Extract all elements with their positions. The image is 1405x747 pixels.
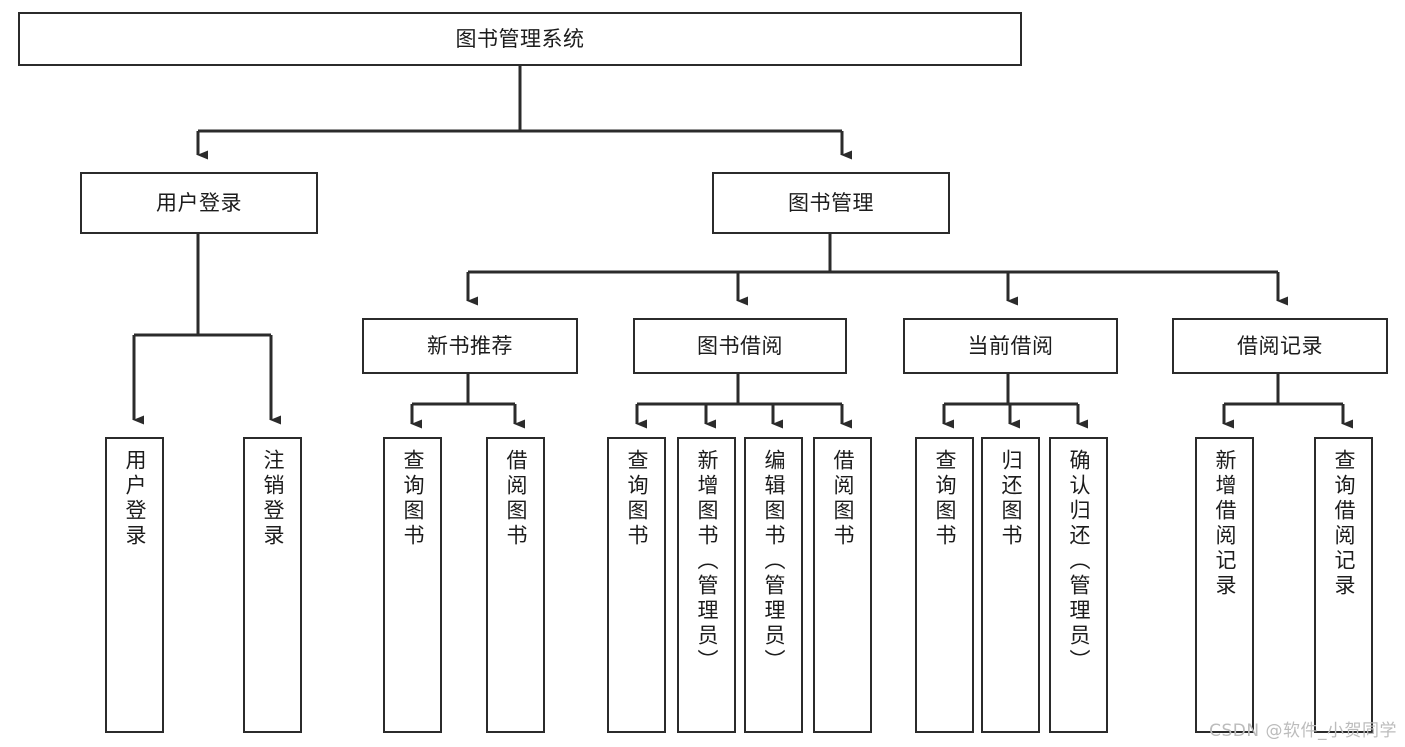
leaf-records-query[interactable]: 查询借阅记录 xyxy=(1314,437,1373,733)
leaf-borrow-query-label: 查询图书 xyxy=(625,449,649,549)
leaf-user-login-signin[interactable]: 用户登录 xyxy=(105,437,164,733)
leaf-newbook-borrow-label: 借阅图书 xyxy=(504,449,528,549)
leaf-current-return[interactable]: 归还图书 xyxy=(981,437,1040,733)
leaf-newbook-query[interactable]: 查询图书 xyxy=(383,437,442,733)
leaf-records-add-label: 新增借阅记录 xyxy=(1213,449,1237,599)
node-user-login-label: 用户登录 xyxy=(156,190,242,215)
node-user-login[interactable]: 用户登录 xyxy=(80,172,318,234)
node-root[interactable]: 图书管理系统 xyxy=(18,12,1022,66)
node-book-borrow-label: 图书借阅 xyxy=(697,333,783,358)
node-root-label: 图书管理系统 xyxy=(455,26,585,51)
node-new-book-recommend-label: 新书推荐 xyxy=(427,333,513,358)
leaf-current-confirm-return-label: 确认归还（管理员） xyxy=(1067,449,1091,674)
node-current-borrow-label: 当前借阅 xyxy=(967,333,1054,358)
leaf-newbook-query-label: 查询图书 xyxy=(401,449,425,549)
leaf-borrow-query[interactable]: 查询图书 xyxy=(607,437,666,733)
leaf-borrow-borrow-book[interactable]: 借阅图书 xyxy=(813,437,872,733)
node-borrow-records[interactable]: 借阅记录 xyxy=(1172,318,1388,374)
leaf-current-return-label: 归还图书 xyxy=(999,449,1023,549)
leaf-borrow-edit-book[interactable]: 编辑图书（管理员） xyxy=(744,437,803,733)
leaf-user-login-signout[interactable]: 注销登录 xyxy=(243,437,302,733)
leaf-user-login-signout-label: 注销登录 xyxy=(261,449,285,549)
leaf-current-query-label: 查询图书 xyxy=(933,449,957,549)
leaf-records-query-label: 查询借阅记录 xyxy=(1332,449,1356,599)
leaf-borrow-add-book[interactable]: 新增图书（管理员） xyxy=(677,437,736,733)
leaf-borrow-borrow-book-label: 借阅图书 xyxy=(831,449,855,549)
leaf-current-confirm-return[interactable]: 确认归还（管理员） xyxy=(1049,437,1108,733)
node-borrow-records-label: 借阅记录 xyxy=(1237,333,1323,358)
node-book-management-label: 图书管理 xyxy=(788,190,874,215)
node-book-borrow[interactable]: 图书借阅 xyxy=(633,318,847,374)
node-current-borrow[interactable]: 当前借阅 xyxy=(903,318,1118,374)
watermark: CSDN @软件_小贺同学 xyxy=(1209,721,1397,741)
leaf-records-add[interactable]: 新增借阅记录 xyxy=(1195,437,1254,733)
leaf-user-login-signin-label: 用户登录 xyxy=(123,449,147,549)
leaf-current-query[interactable]: 查询图书 xyxy=(915,437,974,733)
leaf-newbook-borrow[interactable]: 借阅图书 xyxy=(486,437,545,733)
leaf-borrow-add-book-label: 新增图书（管理员） xyxy=(695,449,719,674)
node-book-management[interactable]: 图书管理 xyxy=(712,172,950,234)
node-new-book-recommend[interactable]: 新书推荐 xyxy=(362,318,578,374)
leaf-borrow-edit-book-label: 编辑图书（管理员） xyxy=(762,449,786,674)
